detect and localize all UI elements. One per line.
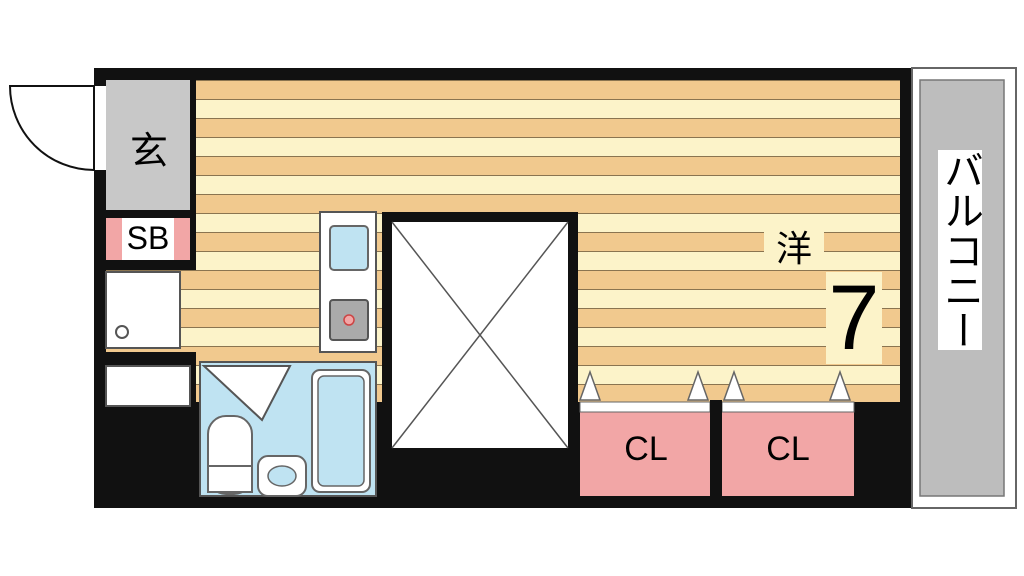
genkan-label: 玄: [129, 129, 168, 173]
balcony-label: バルコニー: [937, 150, 983, 350]
genkan-floor: [106, 80, 190, 210]
closet-2: [722, 402, 854, 496]
bath-door-swing: [201, 365, 292, 422]
shoe-box-label: SB: [126, 220, 170, 256]
closet-1: [580, 402, 710, 496]
western-room-label: 洋: [764, 232, 824, 268]
room-size-label: 7: [826, 272, 882, 364]
sink-icon: [329, 225, 369, 271]
storage-shelf: [105, 365, 191, 407]
closet-1-label: CL: [624, 430, 668, 468]
door-swing-icon: [8, 85, 95, 171]
closet-2-label: CL: [766, 430, 810, 468]
entrance-opening: [94, 86, 106, 170]
